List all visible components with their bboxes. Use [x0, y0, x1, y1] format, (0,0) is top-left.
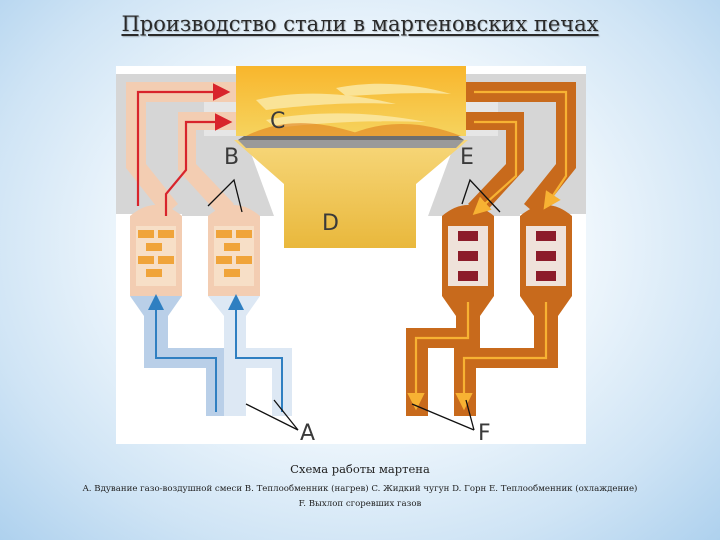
diagram-caption: Схема работы мартена	[290, 462, 430, 476]
hot-flow-arrows	[136, 83, 233, 216]
label-c: C	[270, 109, 285, 134]
exhaust-outlet-pipes	[406, 296, 572, 416]
label-pointers	[207, 178, 501, 431]
page-title: Производство стали в мартеновских печах	[121, 12, 599, 36]
label-f: F	[478, 421, 491, 444]
regenerator-cooling-left	[442, 205, 494, 296]
regenerator-cooling-right	[520, 205, 572, 296]
legend-line-2: F. Выхлоп сгоревших газов	[298, 499, 422, 509]
hearth	[234, 140, 468, 248]
exhaust-ducts	[466, 82, 576, 216]
label-e: E	[460, 145, 474, 170]
diagram-legend: A. Вдувание газо-воздушной смеси B. Тепл…	[20, 482, 700, 512]
label-d: D	[322, 211, 339, 236]
legend-line-1: A. Вдувание газо-воздушной смеси B. Тепл…	[82, 484, 638, 494]
cool-flow-arrows	[148, 294, 283, 412]
label-b: B	[224, 145, 239, 170]
air-gas-inlet-pipes	[130, 296, 292, 416]
hot-gas-ducts	[126, 82, 236, 216]
exhaust-flow-arrows	[407, 90, 568, 411]
label-a: A	[300, 421, 315, 444]
open-hearth-furnace-diagram: C B E D A F	[116, 66, 586, 444]
molten-pig-iron	[238, 140, 464, 148]
